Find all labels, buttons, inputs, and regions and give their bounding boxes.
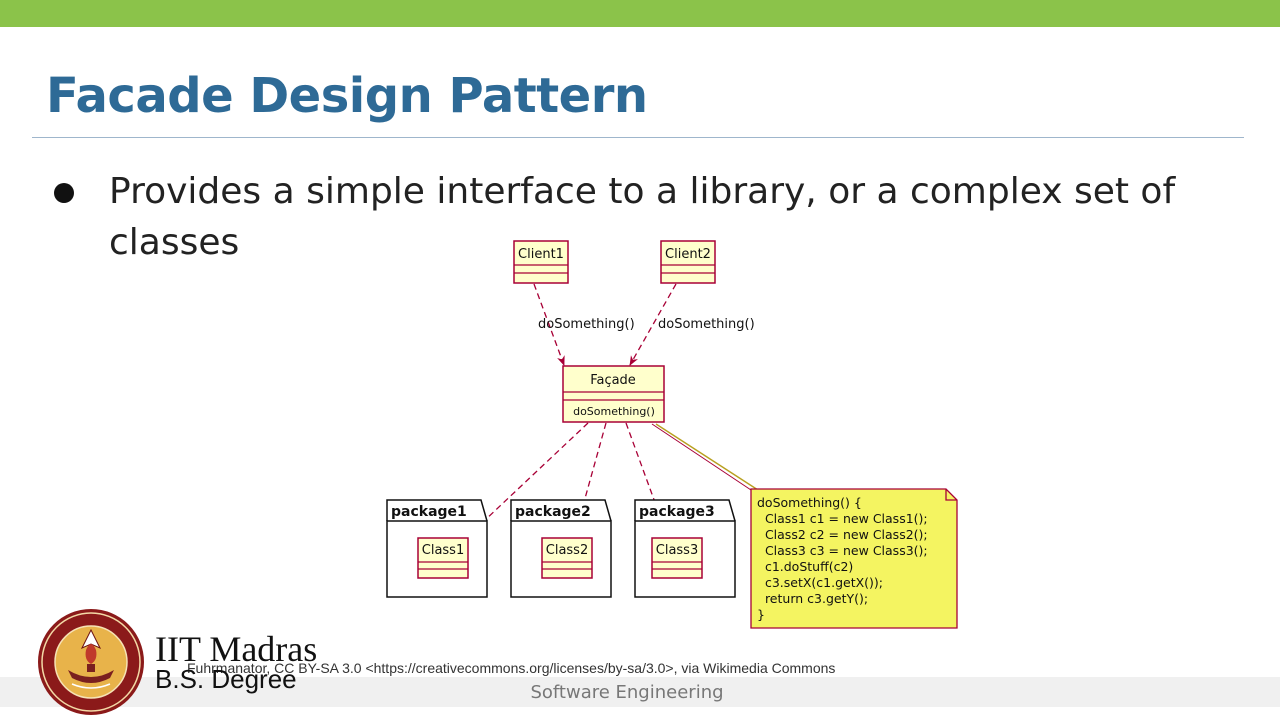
iit-madras-logo-icon xyxy=(38,609,144,715)
note-line: doSomething() { xyxy=(757,495,862,510)
bullet-text: Provides a simple interface to a library… xyxy=(109,171,1176,263)
client2-label: Client2 xyxy=(665,247,711,262)
brand-name: IIT Madras xyxy=(155,629,318,669)
class1-label: Class1 xyxy=(422,543,464,558)
client2-class: Client2 xyxy=(660,240,716,284)
note-line: } xyxy=(757,607,765,622)
arrow-client2-facade xyxy=(629,283,677,366)
note-connector xyxy=(655,423,759,491)
package3: package3 Class3 xyxy=(634,499,736,598)
package2: package2 Class2 xyxy=(510,499,612,598)
client1-label: Client1 xyxy=(518,247,564,262)
facade-class: Façade doSomething() xyxy=(562,365,665,423)
note-line: c1.doStuff(c2) xyxy=(757,559,853,574)
title-divider xyxy=(32,137,1244,138)
note-line: return c3.getY(); xyxy=(757,591,868,606)
facade-method-label: doSomething() xyxy=(573,405,655,418)
facade-label: Façade xyxy=(590,373,636,388)
note-line: c3.setX(c1.getX()); xyxy=(757,575,883,590)
footer-bar xyxy=(0,677,1280,707)
code-note: doSomething() { Class1 c1 = new Class1()… xyxy=(750,488,958,629)
footer-course-name: Software Engineering xyxy=(530,682,724,703)
note-connector-shadow xyxy=(651,423,755,493)
note-line: Class3 c3 = new Class3(); xyxy=(757,543,928,558)
call-label-1: doSomething() xyxy=(538,317,635,332)
top-accent-bar xyxy=(0,0,1280,27)
call-label-2: doSomething() xyxy=(658,317,755,332)
brand-subtitle: B.S. Degree xyxy=(155,664,297,694)
package1-label: package1 xyxy=(391,504,467,520)
bullet-icon xyxy=(54,183,74,203)
client1-class: Client1 xyxy=(513,240,569,284)
note-line: Class1 c1 = new Class1(); xyxy=(757,511,928,526)
package2-label: package2 xyxy=(515,504,591,520)
package3-label: package3 xyxy=(639,504,715,520)
arrow-facade-class1 xyxy=(465,422,589,539)
note-line: Class2 c2 = new Class2(); xyxy=(757,527,928,542)
package1: package1 Class1 xyxy=(386,499,488,598)
image-credit: Fuhrmanator, CC BY-SA 3.0 <https://creat… xyxy=(187,660,836,676)
slide-title: Facade Design Pattern xyxy=(46,68,648,124)
class2-label: Class2 xyxy=(546,543,588,558)
arrow-client1-facade xyxy=(533,283,565,366)
class3-label: Class3 xyxy=(656,543,698,558)
